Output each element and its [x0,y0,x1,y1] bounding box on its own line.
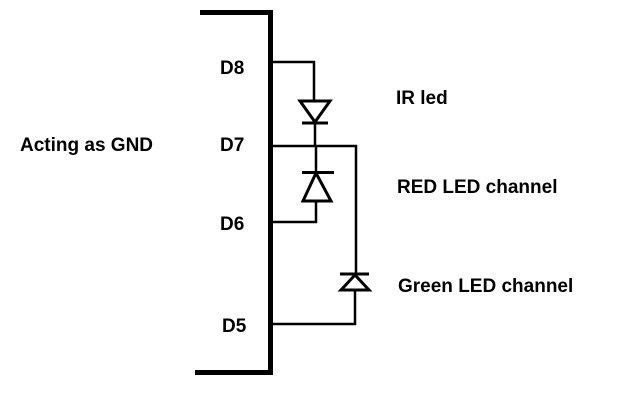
wire-d6 [272,201,318,224]
red-led-branch [272,146,334,224]
pin-label-d6: D6 [220,214,244,235]
pin-label-d8: D8 [220,58,244,79]
pin-header-bracket [195,10,273,375]
wire-d5 [272,290,357,326]
ir-led-label: IR led [396,88,448,109]
wire-d7 [272,144,358,273]
green-led-label: Green LED channel [398,276,573,297]
green-diode-triangle [337,272,373,292]
pin-label-d5: D5 [222,316,247,337]
ir-led-branch [272,60,333,146]
red-led-label: RED LED channel [397,177,557,198]
gnd-label: Acting as GND [20,135,153,156]
wire-d8 [272,60,316,101]
red-diode-triangle [300,169,334,203]
ir-diode-triangle [297,99,333,125]
pin-label-d7: D7 [220,135,244,156]
green-led-branch [272,272,373,326]
